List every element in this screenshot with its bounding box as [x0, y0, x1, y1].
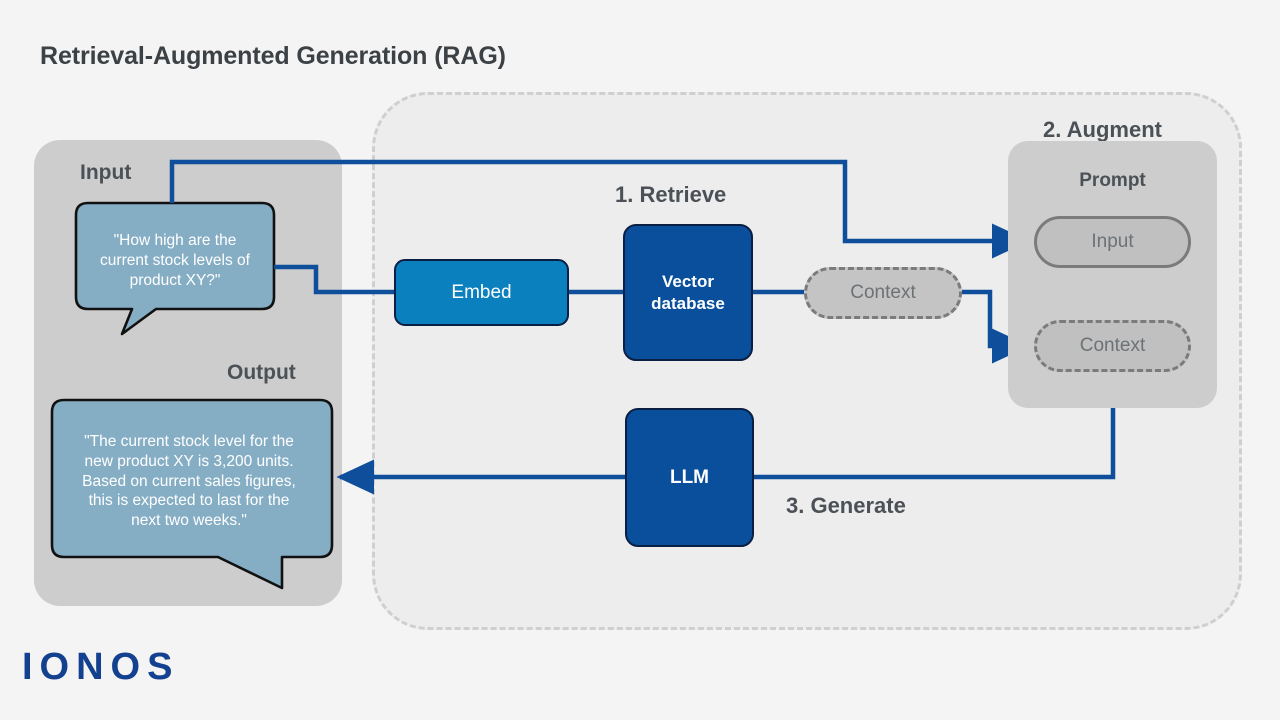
node-embed[interactable]: Embed [394, 259, 569, 326]
node-context[interactable]: Context [804, 267, 962, 319]
step-label-augment: 2. Augment [1043, 117, 1162, 142]
step-label-retrieve: 1. Retrieve [615, 182, 727, 207]
node-llm[interactable]: LLM [625, 408, 754, 547]
output-label: Output [227, 361, 296, 384]
prompt-panel-title: Prompt [1079, 170, 1146, 191]
input-bubble-text: "How high are the current stock levels o… [100, 232, 250, 289]
node-vector-database[interactable]: Vector database [623, 224, 753, 361]
prompt-context-pill[interactable]: Context [1034, 320, 1191, 372]
prompt-input-pill[interactable]: Input [1034, 216, 1191, 268]
step-label-generate: 3. Generate [786, 493, 906, 518]
input-label: Input [80, 161, 132, 184]
output-bubble-text: "The current stock level for the new pro… [82, 433, 296, 530]
page-title: Retrieval-Augmented Generation (RAG) [40, 42, 506, 70]
output-speech-bubble [50, 398, 334, 590]
ionos-logo: IONOS [22, 646, 180, 688]
